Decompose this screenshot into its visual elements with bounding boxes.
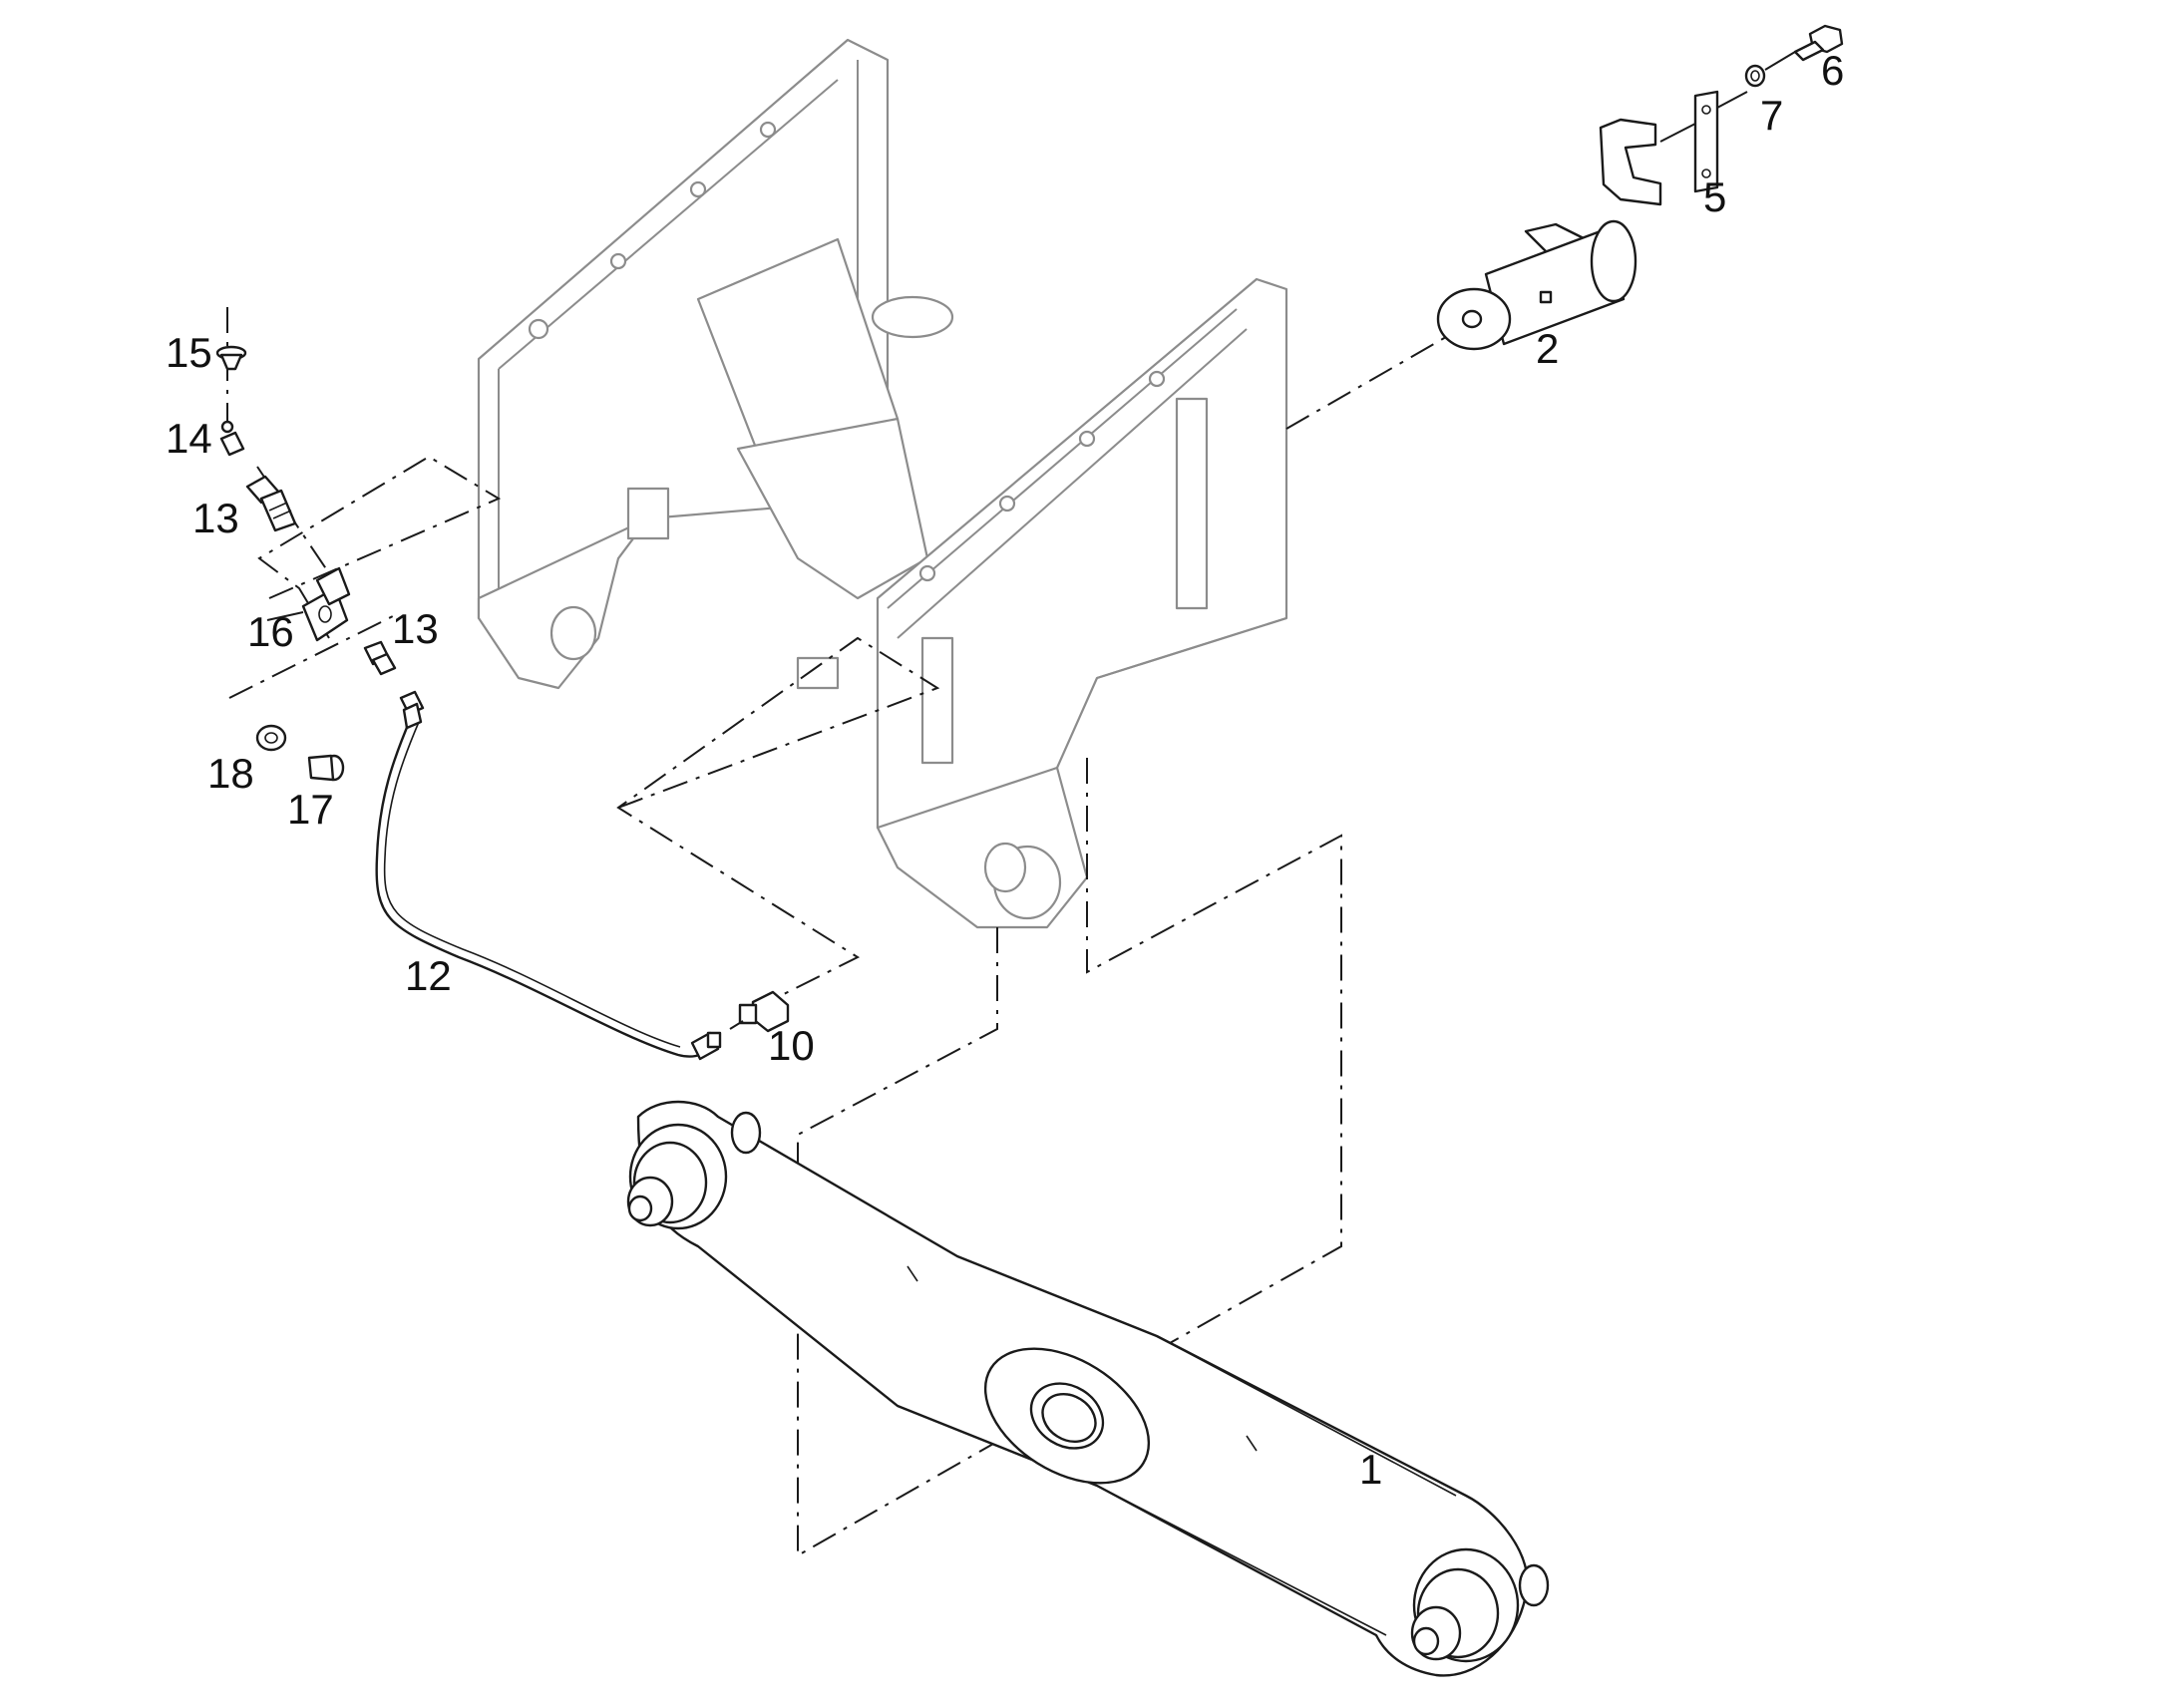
- chassis-frame: [477, 38, 1288, 929]
- callout-15: 15: [166, 329, 212, 376]
- callout-6: 6: [1821, 47, 1844, 94]
- bolt-part-6: [1793, 24, 1844, 62]
- callout-17: 17: [287, 786, 334, 833]
- callout-12: 12: [405, 952, 452, 999]
- hose-part-12: [375, 690, 722, 1061]
- retainer-plate: [1599, 90, 1748, 206]
- extension-part-13-upper: [245, 475, 297, 532]
- washer-part-7: [1744, 51, 1796, 88]
- bolt-part-17: [307, 754, 345, 782]
- washer-part-18: [255, 724, 287, 752]
- callout-5: 5: [1703, 173, 1726, 220]
- bracket-part-16: [266, 566, 351, 642]
- callout-7: 7: [1760, 92, 1783, 139]
- callout-14: 14: [166, 415, 212, 462]
- callout-1: 1: [1359, 1446, 1382, 1493]
- adapter-part-13-lower: [363, 640, 397, 676]
- callout-18: 18: [207, 750, 254, 797]
- walking-beam: [626, 1100, 1550, 1677]
- callouts: 1 2 5 6 7 10 12 13 13 14 15 16 17 18: [166, 47, 1844, 1493]
- nipple-part-14: [219, 420, 245, 457]
- callout-16: 16: [247, 608, 294, 655]
- fitting-part-10: [729, 990, 790, 1033]
- callout-13-lower: 13: [392, 605, 439, 652]
- callout-10: 10: [768, 1022, 815, 1069]
- cap-part-15: [215, 345, 247, 371]
- callout-13-upper: 13: [192, 495, 239, 541]
- pivot-pin: [1436, 219, 1637, 351]
- callout-2: 2: [1536, 325, 1559, 372]
